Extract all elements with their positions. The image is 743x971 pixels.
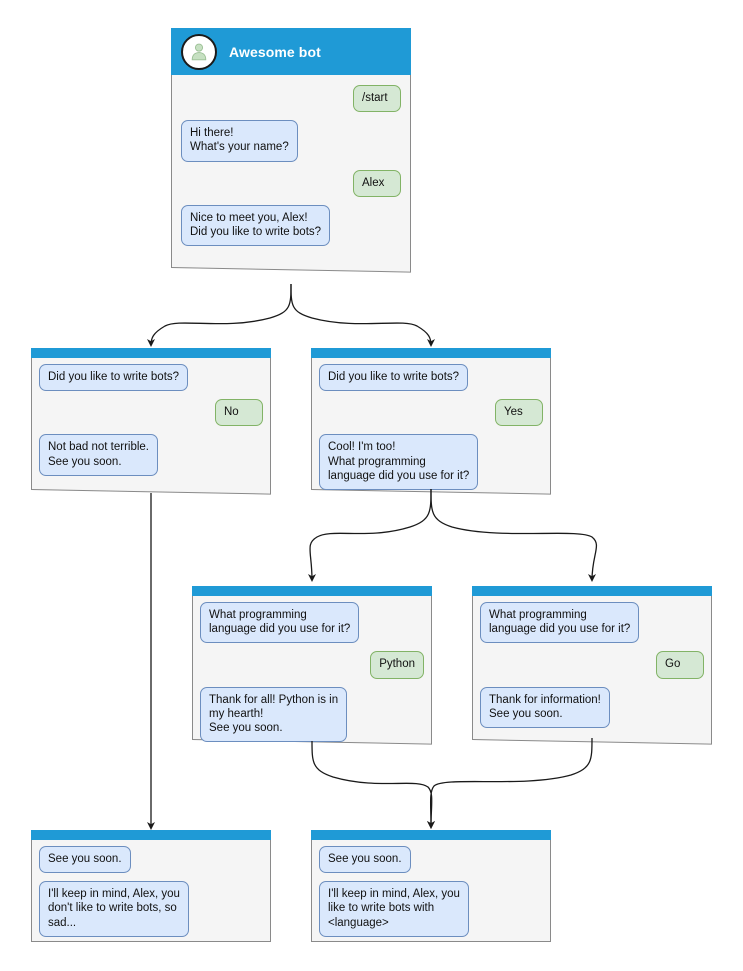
card-header-bar [311, 348, 551, 358]
message-row: Python [200, 651, 424, 679]
message-row: Thank for information! See you soon. [480, 686, 704, 729]
user-message-bubble: Go [656, 651, 704, 679]
card-end-happy[interactable]: See you soon. I'll keep in mind, Alex, y… [311, 830, 551, 942]
bot-message-bubble: Nice to meet you, Alex! Did you like to … [181, 204, 331, 247]
bot-message-bubble: See you soon. [319, 846, 411, 874]
message-row: /start [181, 85, 401, 113]
bot-message-bubble: See you soon. [39, 846, 131, 874]
message-row: Thank for all! Python is in my hearth! S… [200, 686, 424, 743]
message-row: Nice to meet you, Alex! Did you like to … [181, 204, 401, 247]
card-no-branch[interactable]: Did you like to write bots? No Not bad n… [31, 348, 271, 495]
edge-root-to-no [147, 283, 292, 347]
bot-message-bubble: I'll keep in mind, Alex, you like to wri… [319, 881, 469, 937]
message-row: Not bad not terrible. See you soon. [39, 434, 263, 476]
edge-yes-to-python [307, 488, 432, 582]
card-header-bar [311, 830, 551, 840]
bot-message-bubble: Did you like to write bots? [319, 364, 469, 392]
message-row: Did you like to write bots? [319, 364, 543, 392]
edge-yes-to-go [430, 488, 598, 582]
card-messages: See you soon. I'll keep in mind, Alex, y… [31, 840, 271, 942]
bot-title: Awesome bot [229, 43, 321, 60]
edge-python-to-end-happy [311, 740, 436, 829]
card-python-branch[interactable]: What programming language did you use fo… [192, 586, 432, 745]
card-messages: /start Hi there! What's your name? Alex … [171, 75, 411, 268]
message-row: Go [480, 651, 704, 679]
message-row: Yes [319, 399, 543, 427]
message-row: Hi there! What's your name? [181, 120, 401, 162]
bot-message-bubble: Thank for all! Python is in my hearth! S… [200, 686, 348, 743]
message-row: Cool! I'm too! What programming language… [319, 434, 543, 491]
message-row: I'll keep in mind, Alex, you like to wri… [319, 881, 543, 937]
card-messages: Did you like to write bots? Yes Cool! I'… [311, 358, 551, 491]
card-root[interactable]: Awesome bot /start Hi there! What's your… [171, 28, 411, 273]
message-row: Did you like to write bots? [39, 364, 263, 392]
message-row: Alex [181, 169, 401, 197]
card-messages: Did you like to write bots? No Not bad n… [31, 358, 271, 490]
user-message-bubble: /start [353, 85, 401, 113]
message-row: What programming language did you use fo… [200, 602, 424, 644]
edge-go-to-end-happy [426, 737, 593, 829]
bot-message-bubble: Hi there! What's your name? [181, 120, 298, 162]
card-header-bar [31, 348, 271, 358]
user-message-bubble: Yes [495, 399, 543, 427]
bot-message-bubble: I'll keep in mind, Alex, you don't like … [39, 881, 189, 937]
message-row: No [39, 399, 263, 427]
message-row: I'll keep in mind, Alex, you don't like … [39, 881, 263, 937]
user-message-bubble: Alex [353, 169, 401, 197]
edge-root-to-yes [290, 283, 435, 347]
user-message-bubble: No [215, 399, 263, 427]
card-go-branch[interactable]: What programming language did you use fo… [472, 586, 712, 745]
bot-message-bubble: What programming language did you use fo… [480, 602, 640, 644]
card-yes-branch[interactable]: Did you like to write bots? Yes Cool! I'… [311, 348, 551, 495]
bot-message-bubble: Cool! I'm too! What programming language… [319, 434, 479, 491]
card-header-bar [31, 830, 271, 840]
card-messages: What programming language did you use fo… [192, 596, 432, 743]
bot-message-bubble: Not bad not terrible. See you soon. [39, 434, 159, 476]
card-header-bar [192, 586, 432, 596]
message-row: See you soon. [319, 846, 543, 874]
bot-message-bubble: Did you like to write bots? [39, 364, 189, 392]
person-avatar-icon [181, 33, 217, 70]
message-row: See you soon. [39, 846, 263, 874]
card-header-bar: Awesome bot [171, 28, 411, 75]
message-row: What programming language did you use fo… [480, 602, 704, 644]
user-message-bubble: Python [370, 651, 424, 679]
card-messages: See you soon. I'll keep in mind, Alex, y… [311, 840, 551, 942]
card-header-bar [472, 586, 712, 596]
bot-message-bubble: Thank for information! See you soon. [480, 686, 610, 729]
card-end-sad[interactable]: See you soon. I'll keep in mind, Alex, y… [31, 830, 271, 942]
card-messages: What programming language did you use fo… [472, 596, 712, 740]
bot-message-bubble: What programming language did you use fo… [200, 602, 360, 644]
